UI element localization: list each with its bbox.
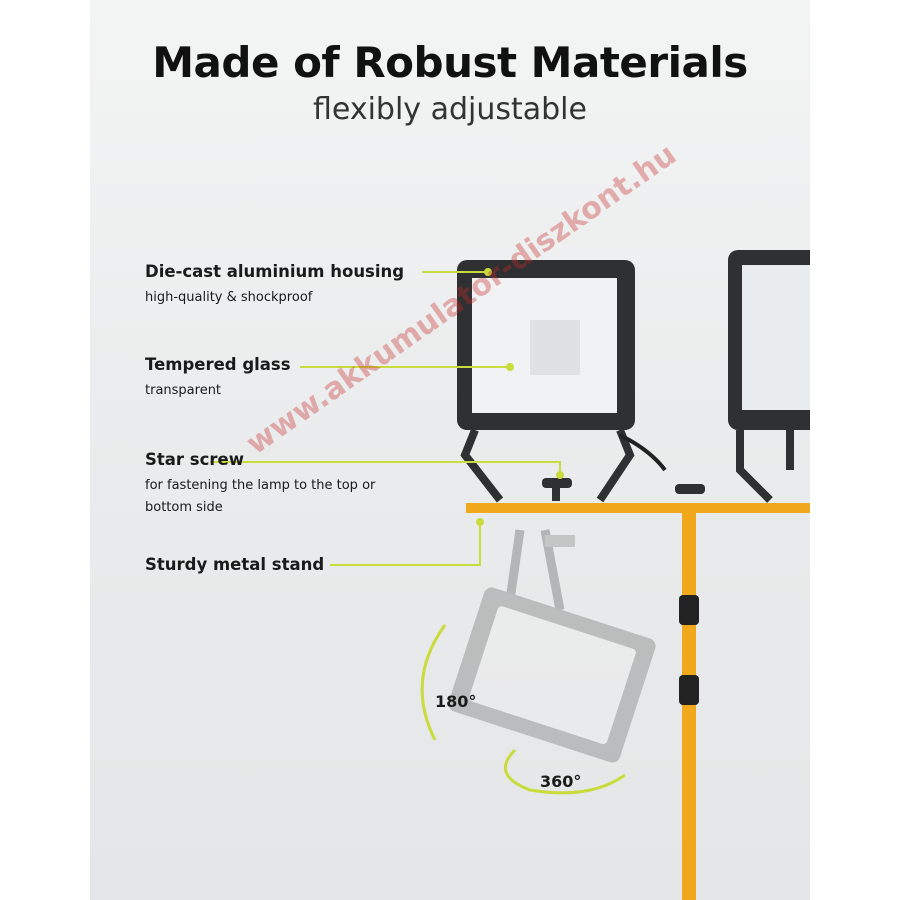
feature-heading: Die-cast aluminium housing (145, 262, 405, 281)
feature-sub: for fastening the lamp to the top or bot… (145, 478, 376, 515)
feature-stand: Sturdy metal stand (145, 555, 324, 574)
feature-star-screw: Star screw for fastening the lamp to the… (145, 450, 405, 519)
page-subtitle: flexibly adjustable (313, 92, 587, 127)
product-illustration (210, 250, 810, 900)
metal-stand (466, 503, 810, 900)
product-infographic: Made of Robust Materials flexibly adjust… (90, 0, 810, 900)
feature-glass: Tempered glass transparent (145, 355, 291, 402)
main-lamp (457, 260, 667, 503)
feature-heading: Star screw (145, 450, 244, 469)
second-lamp (728, 250, 810, 503)
swivel-angle-label: 360° (540, 772, 582, 791)
feature-sub: high-quality & shockproof (145, 290, 313, 305)
feature-sub: transparent (145, 383, 222, 398)
tilt-angle-label: 180° (435, 692, 477, 711)
ghost-lamp (448, 529, 656, 763)
feature-heading: Sturdy metal stand (145, 555, 325, 574)
feature-housing: Die-cast aluminium housing high-quality … (145, 262, 404, 309)
feature-heading: Tempered glass (145, 355, 291, 374)
page-title: Made of Robust Materials (152, 38, 748, 87)
